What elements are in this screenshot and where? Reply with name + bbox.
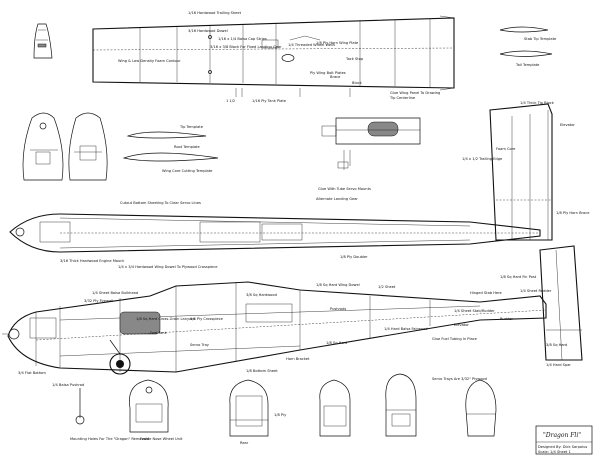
section-b <box>229 379 269 437</box>
tip-template-label: Tip Template <box>179 125 204 129</box>
side-note-6: 1/2 Sheet <box>378 285 396 289</box>
plan-byline: Designed By: Dick Sarpolus <box>538 445 587 449</box>
section-note-3: 1/8 Ply <box>274 413 287 417</box>
side-note-15: Pushrods <box>330 307 346 311</box>
side-note-20: 1/4 Balsa Pushrod <box>52 383 84 387</box>
side-note-7: 1/4 Hard Balsa Fairwood <box>384 327 428 331</box>
tail-note-6: 1/8 Sq Hard Fin Post <box>500 275 537 279</box>
section-note-2: Servo Trays Are 3/32" Plywood <box>432 377 487 381</box>
side-note-14: Fuel Tank <box>150 331 168 335</box>
side-note-11: 1/8 Sq Hard <box>326 341 347 345</box>
side-note-9: Glue Fuel Tubing In Place <box>432 337 478 341</box>
side-note-13: 3/4 Flat Bottom <box>18 371 46 375</box>
stab-tip-label: Stab Tip Template <box>524 37 557 41</box>
section-a <box>129 379 169 433</box>
wing-note-10: Tip Centerline <box>389 96 416 100</box>
tail-note-3: Foam Core <box>496 147 516 151</box>
wing-note-11: 1/16 Ply Tank Plate <box>252 99 287 103</box>
section-c <box>319 379 351 437</box>
wing-note-12: Ply Wing Bolt Plates <box>310 71 346 75</box>
side-note-3: 1/8 Sq Hard Cross-Grain Lanyard <box>136 317 195 321</box>
fuse-top-note-5: Glue With Tube Servo Mounts <box>318 187 371 191</box>
stabilizer-plan <box>489 103 553 241</box>
wing-note-14: Brace <box>330 75 341 79</box>
side-note-21: Horn Bracket <box>286 357 310 361</box>
wing-note-9: Glue Wing Panel To Drawing <box>390 91 440 95</box>
tail-note-9: 1/4 Hard Spar <box>546 363 571 367</box>
wing-note-5: Tack Stop <box>345 57 364 61</box>
cowl-rear-section <box>68 112 108 181</box>
section-note-5: Rear <box>240 441 249 445</box>
fuselage-top-view <box>9 213 541 253</box>
wing-note-13: Block <box>352 81 363 85</box>
cowl-front-section <box>22 112 64 181</box>
stab-tip-template <box>499 26 553 57</box>
side-note-16: Servo Tray <box>190 343 210 347</box>
tail-note-5: 1/8 Ply Horn Brace <box>556 211 590 215</box>
fuse-top-note-3: 1/4 x 3/4 Hardwood Wing Dowel To Plywood… <box>118 265 218 269</box>
side-note-5: 1/4 Ply Crosspiece <box>190 317 224 321</box>
wing-note-1: 1/16 Hardwood Trailing Sheet <box>188 11 242 15</box>
airfoil-templates <box>122 131 219 162</box>
wing-note-4: 1/8 Ply Horn Wing Plate <box>316 41 359 45</box>
nosegear-detail <box>75 388 85 425</box>
side-note-4: 1/8 Sq Hard Wing Dowel <box>316 283 360 287</box>
side-note-19: 1/8 Bottom Sheet <box>246 369 278 373</box>
side-note-1: 1/4 Sheet Balsa Bulkhead <box>92 291 138 295</box>
tail-note-2: Elevator <box>560 123 575 127</box>
tail-tip-label: Tail Template <box>515 63 540 67</box>
tail-note-7: 1/4 Sheet Rudder <box>520 289 552 293</box>
side-note-17: Elevator <box>454 323 469 327</box>
wing-note-3: 3/16 Hardwood Dowel <box>188 29 228 33</box>
tail-note-4: 1/4 x 1/2 Trailing Edge <box>462 157 503 161</box>
root-template-label: Root Template <box>174 145 200 149</box>
wing-mount-detail <box>321 117 421 170</box>
wing-plan-view <box>92 15 455 97</box>
section-e <box>465 379 497 437</box>
title-block <box>535 425 593 455</box>
wing-note-7: 3/16 x 3/8 Block For Fixed Landing Gear <box>210 45 282 49</box>
side-note-8: 1/4 Sheet Stab/Rudder <box>454 309 495 313</box>
section-note-1: Mounting Holes For The "Dragon" Removabl… <box>70 437 183 441</box>
side-note-10: Hinged Stab Here <box>470 291 503 295</box>
side-note-12: 3/8 Sq Hardwood <box>246 293 277 297</box>
wing-note-6: Wing & Low Density Foam Contour <box>118 59 181 63</box>
section-d <box>385 373 417 437</box>
fuse-top-note-4: 1/8 Ply Doubler <box>340 255 368 259</box>
fuse-top-note-2: 3/16 Thick Hardwood Engine Mount <box>60 259 125 263</box>
wing-dim: 1 1/2 <box>226 99 235 103</box>
section-note-4: Front <box>140 437 150 441</box>
plan-sheet: Scale: 1/4 Sheet 1 <box>538 450 571 454</box>
fuse-top-note-6: Alternate Landing Gear <box>316 197 358 201</box>
tail-note-1: 1/4 Thick Tip Block <box>520 101 555 105</box>
tail-note-8: 3/8 Sq Hard <box>546 343 567 347</box>
wing-core-label: Wing Core Cutting Template <box>162 169 213 173</box>
plan-title: "Dragon Fli" <box>543 432 581 439</box>
fuselage-side-view <box>2 281 547 375</box>
wing-note-8: 1/4 Threaded Wheel Wells <box>288 43 335 47</box>
rudder-plan <box>539 245 583 361</box>
fuse-top-note-1: Cutout Bottom Sheeting To Clear Servo Li… <box>120 201 201 205</box>
side-note-18: Rudder <box>500 317 513 321</box>
wing-note-2: 1/16 x 1/4 Balsa Cap Strips <box>218 37 267 41</box>
nose-section-top <box>33 23 53 59</box>
side-note-2: 3/32 Ply Firewall <box>84 299 113 303</box>
